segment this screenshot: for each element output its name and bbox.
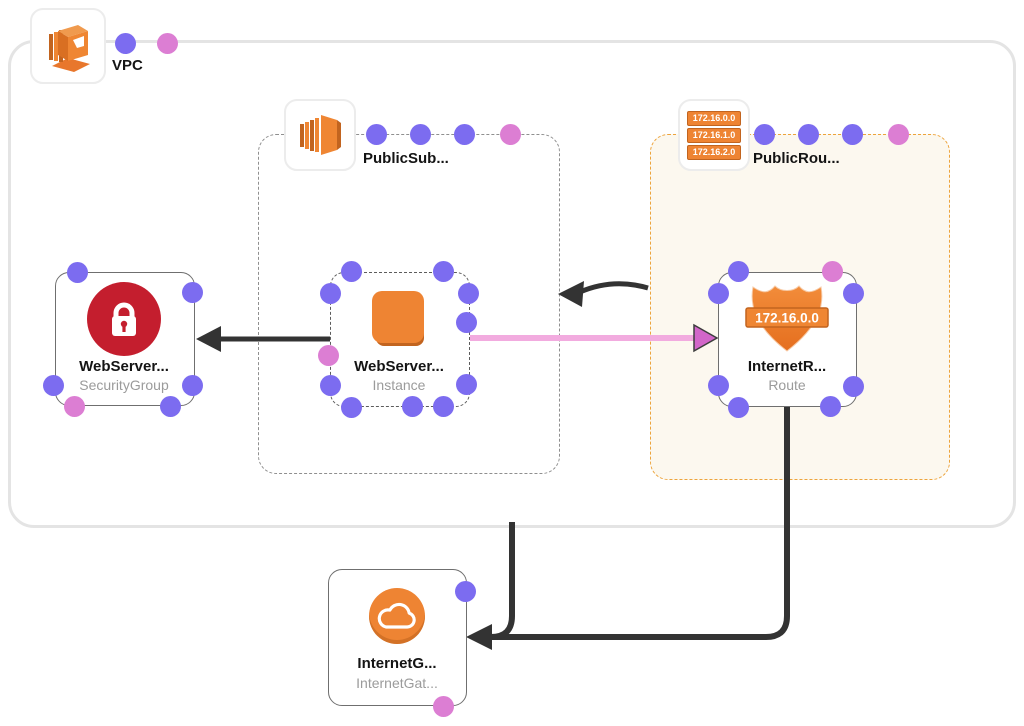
security-group-title: WebServer... <box>79 358 169 375</box>
vpc-icon <box>49 25 90 72</box>
cloud-icon <box>377 602 416 629</box>
anchor-dot-purple[interactable] <box>341 397 362 418</box>
anchor-dot-purple[interactable] <box>458 283 479 304</box>
anchor-dot-purple[interactable] <box>410 124 431 145</box>
internet-gateway-subtitle: InternetGat... <box>356 675 438 691</box>
anchor-dot-purple[interactable] <box>708 375 729 396</box>
internet-gateway-title: InternetG... <box>357 655 437 672</box>
route-title: InternetR... <box>747 358 827 375</box>
subnet-icon-badge[interactable] <box>284 99 356 171</box>
anchor-dot-purple[interactable] <box>115 33 136 54</box>
anchor-dot-purple[interactable] <box>182 282 203 303</box>
security-group-icon <box>87 282 161 356</box>
internet-gateway-icon <box>369 588 425 644</box>
anchor-dot-purple[interactable] <box>456 312 477 333</box>
anchor-dot-pink[interactable] <box>500 124 521 145</box>
route-entry: 172.16.2.0 <box>687 144 741 160</box>
anchor-dot-pink[interactable] <box>822 261 843 282</box>
route-subtitle: Route <box>768 377 806 393</box>
instance-subtitle: Instance <box>372 377 426 393</box>
anchor-dot-purple[interactable] <box>320 283 341 304</box>
route-entry: 172.16.0.0 <box>687 110 741 126</box>
anchor-dot-pink[interactable] <box>64 396 85 417</box>
route-table-icon: 172.16.0.0 172.16.1.0 172.16.2.0 <box>687 110 741 160</box>
anchor-dot-purple[interactable] <box>341 261 362 282</box>
anchor-dot-purple[interactable] <box>728 261 749 282</box>
anchor-dot-purple[interactable] <box>182 375 203 396</box>
anchor-dot-purple[interactable] <box>843 376 864 397</box>
anchor-dot-purple[interactable] <box>67 262 88 283</box>
anchor-dot-purple[interactable] <box>433 396 454 417</box>
anchor-dot-purple[interactable] <box>798 124 819 145</box>
anchor-dot-pink[interactable] <box>433 696 454 717</box>
instance-title: WebServer... <box>354 358 444 375</box>
vpc-icon-badge[interactable] <box>30 8 106 84</box>
route-entry: 172.16.1.0 <box>687 127 741 143</box>
anchor-dot-purple[interactable] <box>43 375 64 396</box>
anchor-dot-purple[interactable] <box>820 396 841 417</box>
route-shield-badge: 172.16.0.0 <box>755 311 819 326</box>
route-table-container-label: PublicRou... <box>753 150 840 167</box>
anchor-dot-purple[interactable] <box>754 124 775 145</box>
instance-icon <box>372 291 424 343</box>
anchor-dot-pink[interactable] <box>888 124 909 145</box>
anchor-dot-purple[interactable] <box>456 374 477 395</box>
anchor-dot-purple[interactable] <box>728 397 749 418</box>
anchor-dot-purple[interactable] <box>402 396 423 417</box>
lock-icon <box>112 302 136 336</box>
anchor-dot-purple[interactable] <box>843 283 864 304</box>
anchor-dot-pink[interactable] <box>157 33 178 54</box>
anchor-dot-purple[interactable] <box>320 375 341 396</box>
security-group-subtitle: SecurityGroup <box>79 377 169 393</box>
anchor-dot-purple[interactable] <box>454 124 475 145</box>
subnet-container-label: PublicSub... <box>363 150 449 167</box>
anchor-dot-purple[interactable] <box>160 396 181 417</box>
anchor-dot-pink[interactable] <box>318 345 339 366</box>
route-table-icon-badge[interactable]: 172.16.0.0 172.16.1.0 172.16.2.0 <box>678 99 750 171</box>
subnet-icon <box>300 115 341 155</box>
route-shield-icon: 172.16.0.0 <box>745 285 829 352</box>
anchor-dot-purple[interactable] <box>708 283 729 304</box>
anchor-dot-purple[interactable] <box>366 124 387 145</box>
vpc-label: VPC <box>112 57 143 74</box>
anchor-dot-purple[interactable] <box>842 124 863 145</box>
anchor-dot-purple[interactable] <box>433 261 454 282</box>
anchor-dot-purple[interactable] <box>455 581 476 602</box>
